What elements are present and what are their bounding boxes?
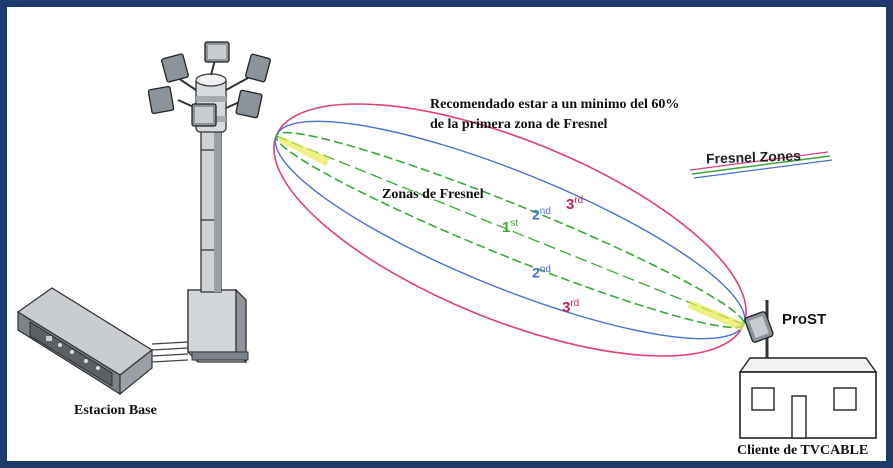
house-window-left [751, 387, 775, 411]
client-house [738, 357, 878, 439]
zone-tag-3rd-bottom: 3rd [562, 298, 579, 316]
base-station-equipment [16, 287, 154, 396]
legend-label: Fresnel Zones [705, 147, 802, 167]
zone-tag-2nd-bottom-num: 2 [532, 264, 540, 281]
client-label: Cliente de TVCABLE [737, 443, 869, 458]
antenna-panel [147, 85, 175, 115]
tower [147, 41, 271, 364]
zone-tag-2nd-top: 2nd [532, 206, 551, 223]
legend-stripes [689, 151, 833, 179]
zone-tag-2nd-bottom-suffix: nd [539, 264, 551, 275]
zone-tag-2nd-bottom: 2nd [532, 264, 551, 281]
antenna-panel [161, 53, 189, 83]
client-antenna [744, 300, 774, 362]
cables [151, 341, 189, 363]
zone-tag-2nd-top-num: 2 [532, 206, 540, 223]
antenna-panel [245, 53, 271, 83]
far-end-highlight [688, 300, 745, 331]
antenna-panel [235, 89, 263, 119]
zone-tag-1st: 1st [502, 218, 518, 236]
zone-tag-1st-num: 1 [502, 219, 511, 236]
zone-tag-3rd-bottom-suffix: rd [570, 298, 580, 309]
zone-tag-1st-suffix: st [510, 218, 519, 229]
house-door [791, 395, 807, 439]
client-device-label: ProST [782, 311, 827, 328]
zone-tag-3rd-top-suffix: rd [574, 195, 584, 206]
zone-tag-3rd-top: 3rd [566, 195, 583, 213]
recommendation-note-line1: Recomendado estar a un minimo del 60% [430, 97, 680, 112]
zone-tag-3rd-bottom-num: 3 [562, 299, 571, 316]
near-end-highlight [278, 135, 330, 166]
base-station-label: Estacion Base [74, 403, 157, 418]
recommendation-note-line2: de la primera zona de Fresnel [430, 117, 608, 132]
zone-tag-3rd-top-num: 3 [566, 196, 575, 213]
zone-tag-2nd-top-suffix: nd [539, 206, 551, 217]
zones-label: Zonas de Fresnel [382, 187, 484, 202]
fresnel-zones [273, 103, 747, 357]
house-window-right [833, 387, 857, 411]
